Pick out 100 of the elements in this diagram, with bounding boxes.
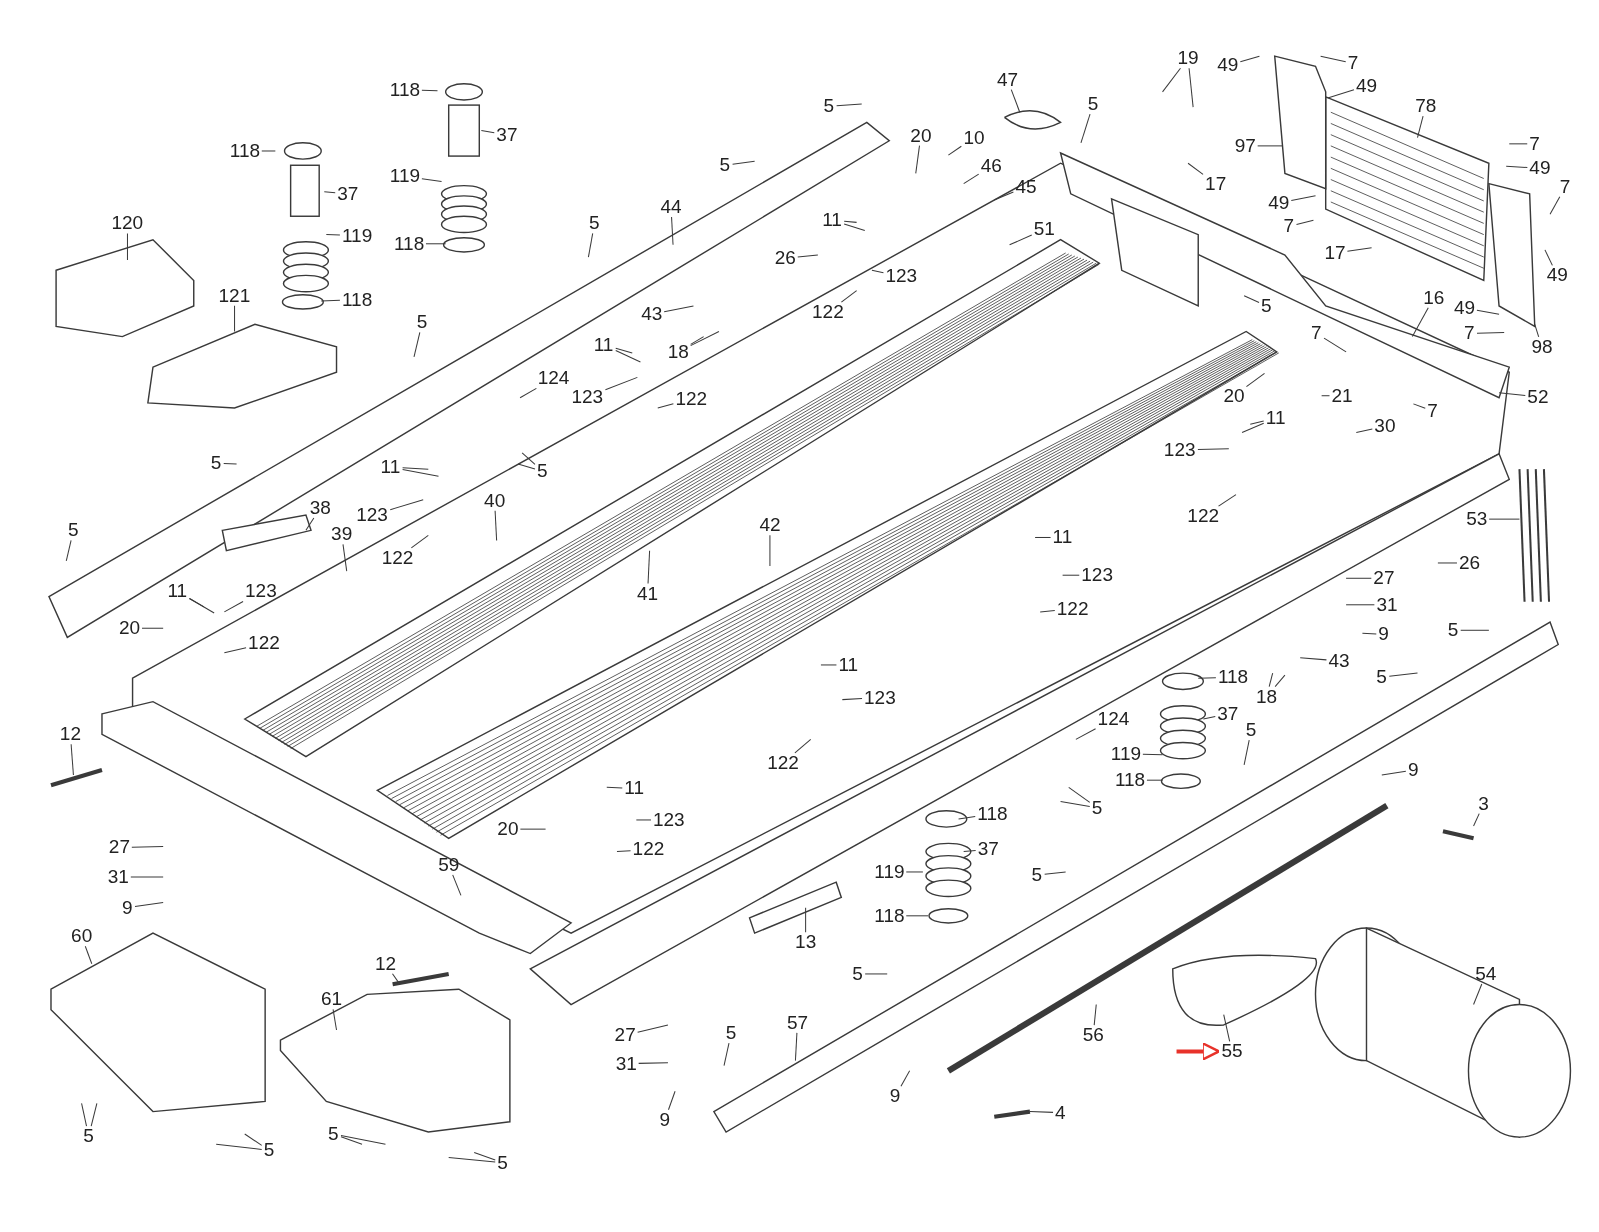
leader-line [1381, 770, 1407, 776]
callout-number: 56 [1081, 1025, 1105, 1046]
leader-line [323, 191, 336, 194]
callout-number: 122 [631, 839, 666, 860]
leader-line [1355, 428, 1373, 433]
callout-number: 39 [330, 524, 354, 545]
leader-line [325, 234, 341, 236]
leader-line [480, 130, 495, 134]
leader-line [1142, 753, 1164, 756]
leader-line [223, 647, 247, 654]
callout-number: 13 [794, 932, 818, 953]
callout-number: 20 [496, 819, 520, 840]
callout-number: 123 [1162, 439, 1197, 460]
callout-number: 37 [495, 124, 519, 145]
leader-line [1039, 610, 1056, 613]
callout-number: 12 [58, 724, 82, 745]
callout-number: 9 [1406, 759, 1420, 780]
leader-line [963, 173, 980, 185]
leader-line [635, 819, 652, 821]
callout-number: 16 [1422, 287, 1446, 308]
callout-number: 49 [1452, 297, 1476, 318]
callout-number: 11 [166, 581, 189, 602]
callout-number: 5 [1244, 720, 1258, 741]
callout-number: 118 [388, 79, 422, 100]
callout-number: 5 [1446, 620, 1460, 641]
leader-line [517, 463, 536, 470]
leader-line [389, 499, 424, 511]
leader-line [1034, 536, 1052, 538]
leader-line [794, 1032, 798, 1062]
leader-line [1321, 395, 1330, 397]
callout-number: 98 [1530, 336, 1554, 357]
callout-number: 123 [1080, 565, 1114, 586]
callout-number: 31 [614, 1053, 638, 1074]
leader-line [81, 1102, 88, 1127]
callout-number: 37 [1216, 703, 1240, 724]
leader-line [947, 145, 962, 156]
callout-number: 53 [1465, 509, 1489, 530]
callout-number: 5 [1260, 295, 1273, 316]
leader-line [1411, 307, 1429, 338]
leader-line [671, 216, 674, 246]
callout-number: 78 [1414, 96, 1438, 117]
callout-number: 37 [336, 183, 360, 204]
callout-number: 11 [821, 210, 843, 231]
callout-number: 5 [536, 461, 549, 482]
callout-number: 11 [1264, 408, 1287, 429]
leader-line [342, 543, 348, 572]
callout-number: 19 [1176, 48, 1200, 69]
callout-number: 27 [613, 1025, 637, 1046]
callout-number: 119 [873, 861, 906, 882]
leader-line [1249, 420, 1265, 425]
callout-number: 5 [209, 452, 223, 473]
leader-line [663, 305, 694, 313]
leader-line [1544, 249, 1553, 266]
leader-line [215, 1143, 263, 1150]
callout-number: 7 [1346, 53, 1360, 74]
leader-line [494, 510, 498, 542]
callout-number: 5 [326, 1124, 340, 1144]
callout-number: 11 [623, 778, 646, 799]
leader-line [1296, 219, 1314, 226]
callout-number: 7 [1528, 133, 1541, 154]
callout-number: 122 [766, 752, 800, 773]
callout-number: 118 [1216, 667, 1250, 688]
callout-number: 123 [651, 809, 686, 830]
callout-number: 9 [888, 1086, 902, 1107]
callout-number: 20 [118, 618, 142, 639]
leader-line [1346, 247, 1373, 252]
leader-line [1044, 871, 1067, 875]
leader-line [1243, 739, 1250, 766]
leader-line [637, 1024, 669, 1033]
leader-line [223, 462, 238, 465]
leader-line [234, 305, 236, 332]
callout-number: 123 [863, 687, 897, 708]
callout-number: 51 [1032, 219, 1056, 240]
leader-line [963, 850, 977, 853]
callout-number: 57 [785, 1012, 810, 1033]
leader-line [993, 191, 1014, 201]
leader-line [521, 452, 536, 465]
callout-number: 9 [1377, 624, 1390, 645]
leader-line [1257, 145, 1284, 147]
callout-number: 122 [811, 302, 845, 323]
leader-line [410, 534, 429, 549]
callout-number: 118 [873, 905, 906, 926]
leader-line [647, 550, 651, 585]
leader-line [1327, 89, 1355, 99]
leader-line [1508, 143, 1528, 145]
callout-number: 26 [1458, 552, 1482, 573]
leader-line [340, 1135, 386, 1145]
callout-number: 12 [373, 953, 398, 974]
leader-line [1080, 113, 1091, 144]
callout-number: 18 [1255, 686, 1279, 707]
callout-number: 40 [483, 490, 507, 511]
callout-number: 42 [758, 515, 782, 536]
callout-number: 122 [1186, 506, 1221, 526]
callout-number: 49 [1528, 158, 1552, 179]
leader-line [797, 254, 819, 258]
leader-line [126, 232, 128, 261]
callout-number: 37 [976, 839, 1000, 860]
leader-line [1029, 1111, 1054, 1113]
leader-line [1534, 323, 1540, 338]
callout-number: 5 [718, 155, 732, 176]
